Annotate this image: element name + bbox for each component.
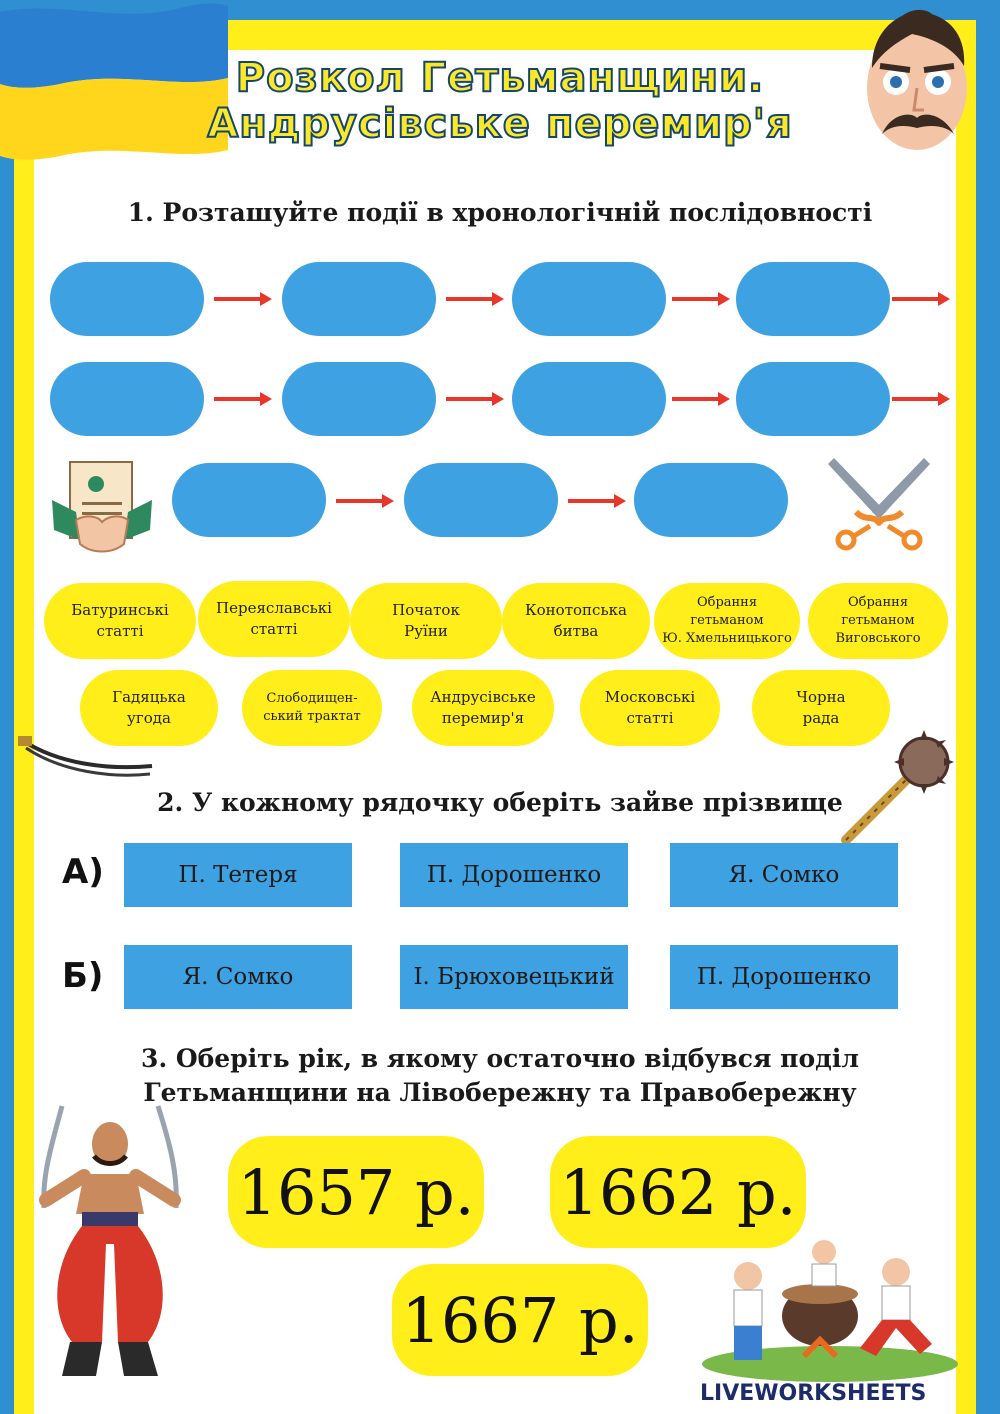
event-text: битва xyxy=(553,622,599,640)
answer-slot-4[interactable] xyxy=(736,262,890,336)
year-option[interactable]: 1657 р. xyxy=(228,1136,484,1248)
event-text: статті xyxy=(626,709,674,727)
event-text: перемир'я xyxy=(441,709,525,727)
event-card[interactable]: Андрусівське перемир'я xyxy=(412,670,554,746)
event-text: ський трактат xyxy=(263,709,361,724)
event-text: рада xyxy=(802,709,840,727)
row-label-a: А) xyxy=(62,852,104,892)
name-option[interactable]: П. Дорошенко xyxy=(400,843,628,907)
arrow-right-icon xyxy=(214,292,272,306)
event-text: Слободищен- xyxy=(266,691,358,706)
event-card[interactable]: Слободищен-ський трактат xyxy=(242,670,382,746)
agreement-handshake-icon xyxy=(52,461,152,553)
crossed-swords-icon xyxy=(828,458,930,551)
arrow-right-icon xyxy=(672,292,730,306)
event-text: Переяславські xyxy=(216,599,332,617)
name-option[interactable]: П. Тетеря xyxy=(124,843,352,907)
answer-slot-1[interactable] xyxy=(50,262,204,336)
task1-heading: 1. Розташуйте події в хронологічній посл… xyxy=(127,198,873,227)
cossack-face-icon xyxy=(867,9,967,150)
answer-slot-6[interactable] xyxy=(282,362,436,436)
arrow-right-icon xyxy=(892,392,950,406)
answer-slot-2[interactable] xyxy=(282,262,436,336)
event-text: Чорна xyxy=(796,688,846,706)
year-option[interactable]: 1662 р. xyxy=(550,1136,806,1248)
event-text: Початок xyxy=(392,601,460,619)
task2-heading: 2. У кожному рядочку оберіть зайве прізв… xyxy=(157,788,843,817)
event-card[interactable]: Гадяцька угода xyxy=(80,670,218,746)
event-text: гетьманом xyxy=(690,613,764,628)
event-card[interactable]: Конотопська битва xyxy=(502,583,650,659)
arrow-right-icon xyxy=(672,392,730,406)
task3-heading-line-1: 3. Оберіть рік, в якому остаточно відбув… xyxy=(141,1044,859,1073)
dancing-cossacks-icon xyxy=(702,1240,958,1382)
arrow-right-icon xyxy=(446,292,504,306)
event-text: Руїни xyxy=(404,622,448,640)
answer-slot-11[interactable] xyxy=(634,463,788,537)
event-text: гетьманом xyxy=(841,613,915,628)
arrow-right-icon xyxy=(446,392,504,406)
year-option[interactable]: 1667 р. xyxy=(392,1264,648,1376)
event-card[interactable]: Батуринські статті xyxy=(44,583,196,659)
arrow-right-icon xyxy=(214,392,272,406)
name-option[interactable]: П. Дорошенко xyxy=(670,945,898,1009)
arrow-right-icon xyxy=(336,494,394,508)
event-text: Виговського xyxy=(835,631,921,646)
answer-slot-5[interactable] xyxy=(50,362,204,436)
row-label-b: Б) xyxy=(62,956,104,996)
page-title: Розкол Гетьманщини. Андрусівське перемир… xyxy=(60,54,940,148)
task3-heading-line-2: Гетьманщини на Лівобережну та Правобереж… xyxy=(143,1078,857,1107)
ukraine-flag-icon xyxy=(0,3,228,160)
event-text: статті xyxy=(96,622,144,640)
arrow-right-icon xyxy=(568,494,626,508)
event-text: Обрання xyxy=(847,595,909,610)
answer-slot-8[interactable] xyxy=(736,362,890,436)
answer-slot-10[interactable] xyxy=(404,463,558,537)
answer-slot-9[interactable] xyxy=(172,463,326,537)
saber-icon xyxy=(18,736,153,777)
event-text: статті xyxy=(250,620,298,638)
event-text: Обрання xyxy=(696,595,758,610)
cossack-warrior-icon xyxy=(39,1105,181,1376)
event-text: Конотопська xyxy=(525,601,627,619)
event-text: угода xyxy=(127,709,171,727)
task3-heading: 3. Оберіть рік, в якому остаточно відбув… xyxy=(40,1042,960,1110)
event-text: Батуринські xyxy=(71,601,169,619)
arrow-right-icon xyxy=(892,292,950,306)
answer-slot-3[interactable] xyxy=(512,262,666,336)
mace-icon xyxy=(841,730,954,845)
event-card[interactable]: Обрання гетьманом Ю. Хмельницького xyxy=(654,583,800,659)
event-text: Ю. Хмельницького xyxy=(662,631,792,646)
event-card[interactable]: Чорна рада xyxy=(752,670,890,746)
title-line-2: Андрусівське перемир'я xyxy=(206,100,793,148)
answer-slot-7[interactable] xyxy=(512,362,666,436)
title-line-1: Розкол Гетьманщини. xyxy=(235,54,765,102)
name-option[interactable]: Я. Сомко xyxy=(124,945,352,1009)
name-option[interactable]: І. Брюховецький xyxy=(400,945,628,1009)
event-text: Андрусівське xyxy=(430,688,536,706)
event-text: Гадяцька xyxy=(112,688,186,706)
event-text: Московські xyxy=(604,688,696,706)
liveworksheets-logo: LIVEWORKSHEETS xyxy=(700,1381,927,1406)
event-card[interactable]: Московські статті xyxy=(580,670,720,746)
name-option[interactable]: Я. Сомко xyxy=(670,843,898,907)
event-card[interactable]: Переяславські статті xyxy=(198,581,350,657)
